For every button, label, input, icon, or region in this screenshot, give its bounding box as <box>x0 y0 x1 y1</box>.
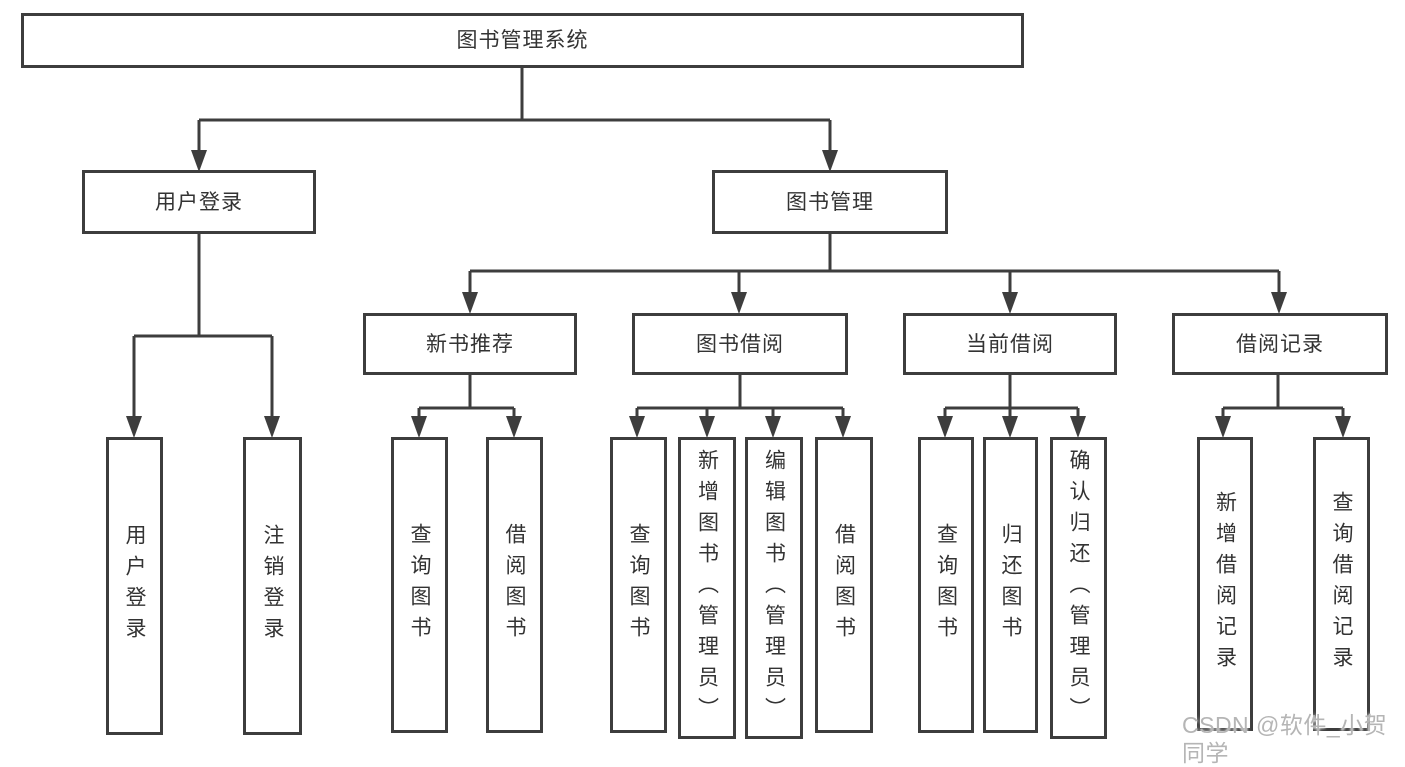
leaf-label: 查询图书 <box>408 523 431 647</box>
functional-structure-diagram: 图书管理系统 用户登录 图书管理 新书推荐 图书借阅 当前借阅 借阅记录 用户登… <box>21 13 1388 766</box>
node-new-book-recommend: 新书推荐 <box>363 313 577 375</box>
leaf-confirm-return-admin: 确认归还（管理员） <box>1050 437 1107 739</box>
leaf-borrow-books: 借阅图书 <box>815 437 873 733</box>
leaf-label: 注销登录 <box>261 524 284 648</box>
node-label: 图书借阅 <box>696 332 784 356</box>
leaf-edit-book-admin: 编辑图书（管理员） <box>745 437 803 739</box>
leaf-add-book-admin: 新增图书（管理员） <box>678 437 736 739</box>
leaf-label: 确认归还（管理员） <box>1067 448 1090 728</box>
node-label: 用户登录 <box>155 190 243 214</box>
leaf-user-login: 用户登录 <box>106 437 163 735</box>
node-root-library-system: 图书管理系统 <box>21 13 1024 68</box>
connector-lines <box>126 68 1351 438</box>
leaf-query-books-current: 查询图书 <box>918 437 974 733</box>
node-label: 图书管理 <box>786 190 874 214</box>
leaf-borrow-books-recommend: 借阅图书 <box>486 437 543 733</box>
leaf-label: 编辑图书（管理员） <box>762 448 786 728</box>
leaf-logout: 注销登录 <box>243 437 302 735</box>
leaf-label: 查询图书 <box>627 523 650 647</box>
leaf-query-books-borrowing: 查询图书 <box>610 437 667 733</box>
node-borrowing-records: 借阅记录 <box>1172 313 1388 375</box>
node-user-login: 用户登录 <box>82 170 316 234</box>
leaf-label: 用户登录 <box>123 524 146 648</box>
leaf-label: 新增借阅记录 <box>1213 491 1237 677</box>
leaf-label: 归还图书 <box>999 523 1022 647</box>
node-label: 新书推荐 <box>426 332 514 356</box>
csdn-watermark: CSDN @软件_小贺同学 <box>1182 712 1388 766</box>
leaf-label: 借阅图书 <box>832 523 856 647</box>
node-label: 当前借阅 <box>966 332 1054 356</box>
arrowheads <box>126 150 1351 438</box>
leaf-label: 查询图书 <box>934 523 958 647</box>
leaf-query-books-recommend: 查询图书 <box>391 437 448 733</box>
leaf-label: 借阅图书 <box>503 523 526 647</box>
leaf-query-borrow-record: 查询借阅记录 <box>1313 437 1370 731</box>
node-label: 图书管理系统 <box>456 29 589 52</box>
node-current-borrowing: 当前借阅 <box>903 313 1117 375</box>
node-book-borrowing: 图书借阅 <box>632 313 848 375</box>
leaf-label: 新增图书（管理员） <box>695 448 719 728</box>
leaf-add-borrow-record: 新增借阅记录 <box>1197 437 1253 731</box>
leaf-label: 查询借阅记录 <box>1330 491 1353 677</box>
leaf-return-book: 归还图书 <box>983 437 1038 733</box>
node-book-management: 图书管理 <box>712 170 948 234</box>
node-label: 借阅记录 <box>1236 332 1324 356</box>
